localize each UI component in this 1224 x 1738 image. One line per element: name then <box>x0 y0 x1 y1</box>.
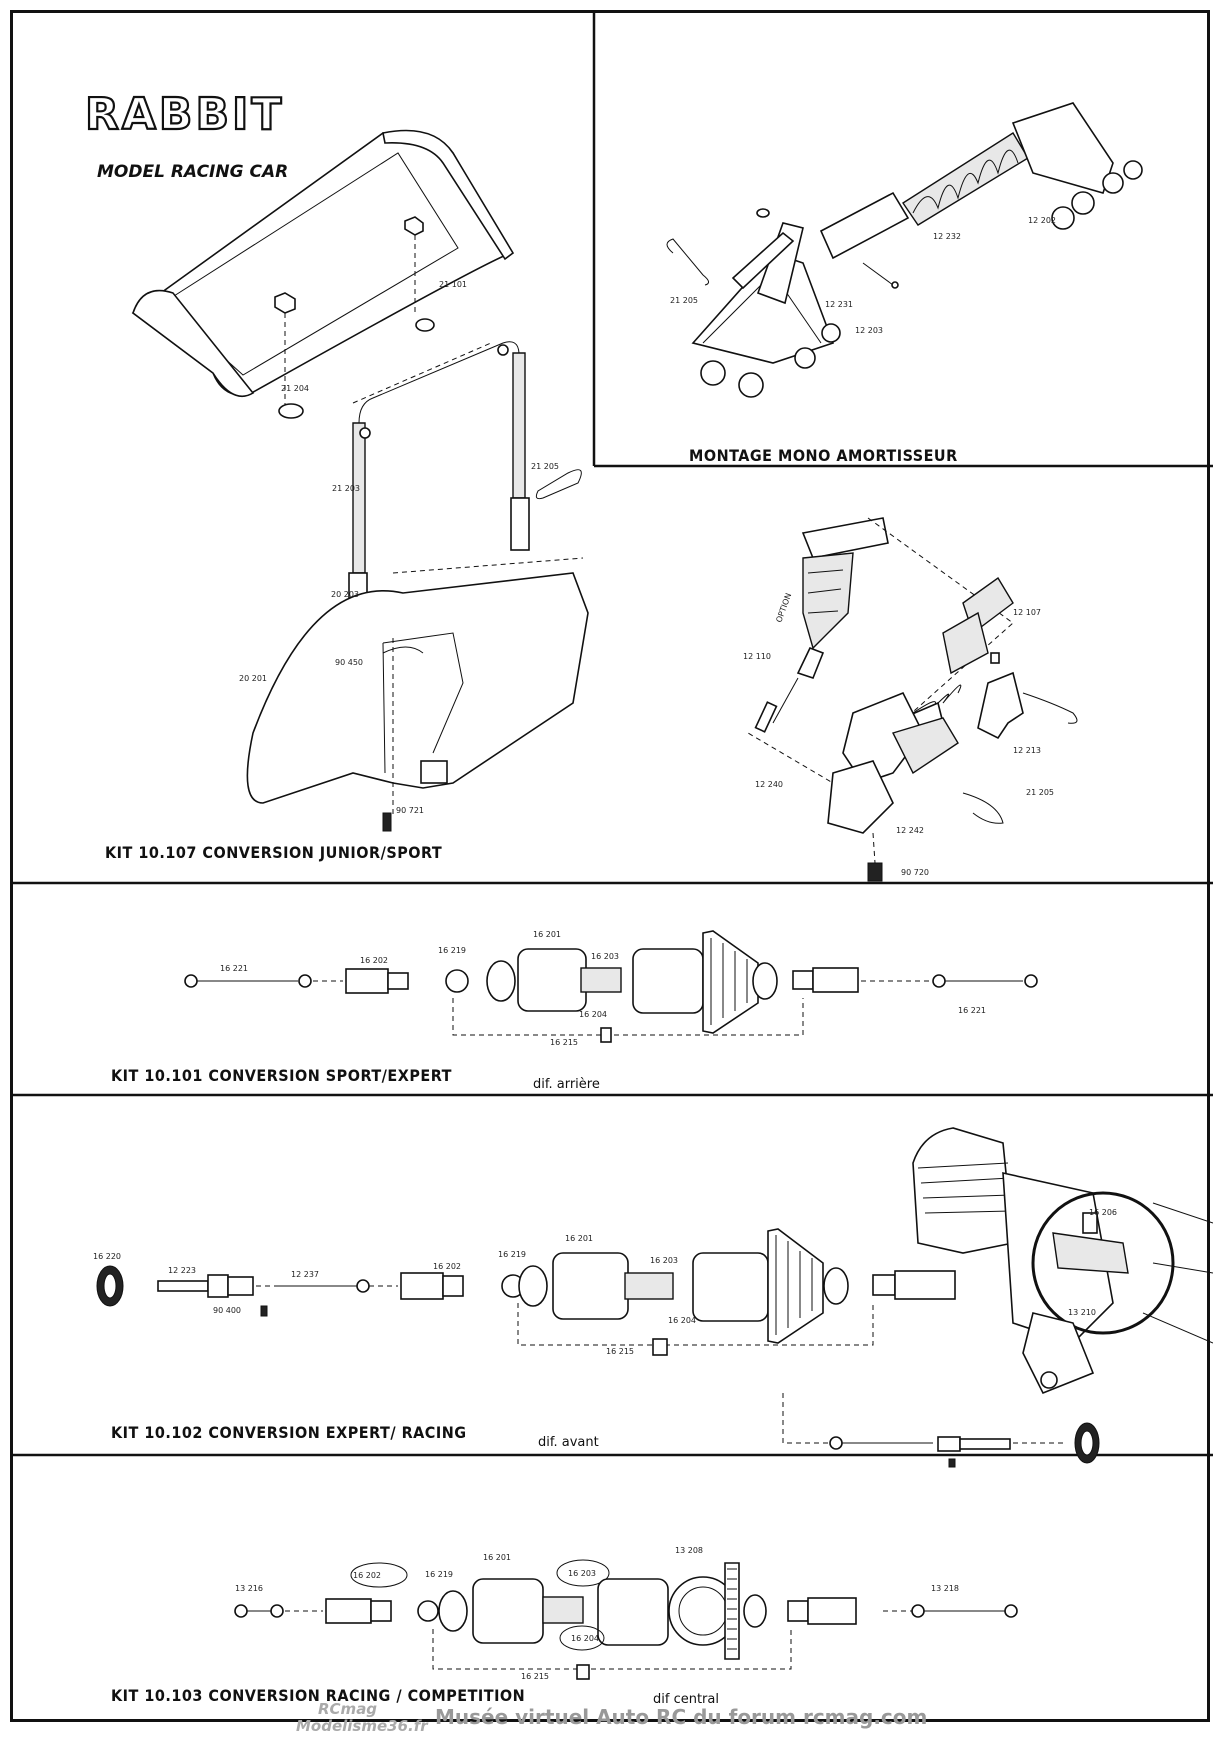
part-number-label: 12 202 <box>1028 216 1056 225</box>
part-number-label: 16 203 <box>591 952 619 961</box>
front-diff-note: dif. avant <box>538 1435 599 1450</box>
part-number-label: 21 101 <box>439 280 467 289</box>
part-number-label: 12 240 <box>755 780 783 789</box>
part-number-label: 16 201 <box>565 1234 593 1243</box>
part-number-label: OPTION <box>774 592 793 624</box>
part-number-label: 16 219 <box>425 1570 453 1579</box>
mono-labels: 12 232 12 202 21 205 12 231 12 203 <box>670 216 1056 335</box>
rear-diff-note: dif. arrière <box>533 1077 600 1092</box>
kit-10102-caption: KIT 10.102 CONVERSION EXPERT/ RACING <box>111 1423 467 1442</box>
kit-10107-caption: KIT 10.107 CONVERSION JUNIOR/SPORT <box>105 843 442 862</box>
part-number-label: 16 206 <box>1089 1208 1117 1217</box>
part-number-label: 21 203 <box>332 484 360 493</box>
part-number-label: 21 205 <box>670 296 698 305</box>
central-diff-note: dif central <box>653 1692 719 1707</box>
part-number-label: 21 204 <box>281 384 309 393</box>
part-number-label: 16 215 <box>550 1038 578 1047</box>
part-number-label: 21 205 <box>531 462 559 471</box>
panel-borders <box>13 13 1213 1457</box>
front-diff-assembly <box>96 1127 1213 1468</box>
brand-subtitle: MODEL RACING CAR <box>97 162 288 182</box>
rear-diff-assembly <box>184 930 1038 1043</box>
catalog-sheet: RABBIT MODEL RACING CAR <box>10 10 1213 1722</box>
part-number-label: 20 201 <box>239 674 267 683</box>
part-number-label: 12 232 <box>933 232 961 241</box>
part-number-label: 16 201 <box>533 930 561 939</box>
part-number-label: 90 721 <box>396 806 424 815</box>
part-number-label: 16 201 <box>483 1553 511 1562</box>
part-number-label: 16 221 <box>220 964 248 973</box>
part-number-label: 16 203 <box>650 1256 678 1265</box>
part-number-label: 16 215 <box>521 1672 549 1681</box>
kit-10103-caption: KIT 10.103 CONVERSION RACING / COMPETITI… <box>111 1686 525 1705</box>
shock-assembly: OPTION <box>747 517 1078 882</box>
part-number-label: 16 219 <box>438 946 466 955</box>
part-number-label: 90 400 <box>213 1306 241 1315</box>
part-number-label: 13 216 <box>235 1584 263 1593</box>
part-number-label: 16 204 <box>579 1010 607 1019</box>
part-number-label: 16 204 <box>668 1316 696 1325</box>
part-number-label: 16 219 <box>498 1250 526 1259</box>
part-number-label: 90 450 <box>335 658 363 667</box>
part-number-label: 12 223 <box>168 1266 196 1275</box>
part-number-label: 12 231 <box>825 300 853 309</box>
mono-shock-assembly <box>666 102 1143 398</box>
part-number-label: 12 242 <box>896 826 924 835</box>
kit-10101-caption: KIT 10.101 CONVERSION SPORT/EXPERT <box>111 1066 452 1085</box>
part-number-label: 13 208 <box>675 1546 703 1555</box>
central-diff-assembly <box>234 1559 1018 1680</box>
front-diff-labels: 16 220 12 223 90 400 12 237 16 202 16 21… <box>93 1208 1117 1356</box>
exploded-diagram: RABBIT MODEL RACING CAR <box>13 13 1213 1707</box>
part-number-label: 16 204 <box>571 1634 599 1643</box>
part-number-label: 12 213 <box>1013 746 1041 755</box>
part-number-label: 12 203 <box>855 326 883 335</box>
part-number-label: 20 203 <box>331 590 359 599</box>
part-number-label: 12 107 <box>1013 608 1041 617</box>
wing-assembly <box>131 129 589 832</box>
part-number-label: 16 221 <box>958 1006 986 1015</box>
part-number-label: 16 220 <box>93 1252 121 1261</box>
part-number-label: 16 215 <box>606 1347 634 1356</box>
brand-title: RABBIT <box>85 89 284 140</box>
central-diff-labels: 13 216 16 202 16 219 16 201 16 203 13 20… <box>235 1546 959 1681</box>
part-number-label: 16 203 <box>568 1569 596 1578</box>
part-number-label: 13 210 <box>1068 1308 1096 1317</box>
part-number-label: 21 205 <box>1026 788 1054 797</box>
rear-diff-labels: 16 221 16 202 16 219 16 201 16 203 16 20… <box>220 930 986 1047</box>
part-number-label: 16 202 <box>353 1571 381 1580</box>
part-number-label: 90 720 <box>901 868 929 877</box>
part-number-label: 13 218 <box>931 1584 959 1593</box>
part-number-label: 12 237 <box>291 1270 319 1279</box>
wing-labels: 21 101 21 204 21 203 21 205 20 203 90 45… <box>239 280 559 815</box>
part-number-label: 16 202 <box>433 1262 461 1271</box>
mono-caption: MONTAGE MONO AMORTISSEUR <box>689 446 958 465</box>
part-number-label: 12 110 <box>743 652 771 661</box>
shock-labels: 12 107 12 110 12 213 12 240 21 205 12 24… <box>743 608 1054 877</box>
part-number-label: 16 202 <box>360 956 388 965</box>
